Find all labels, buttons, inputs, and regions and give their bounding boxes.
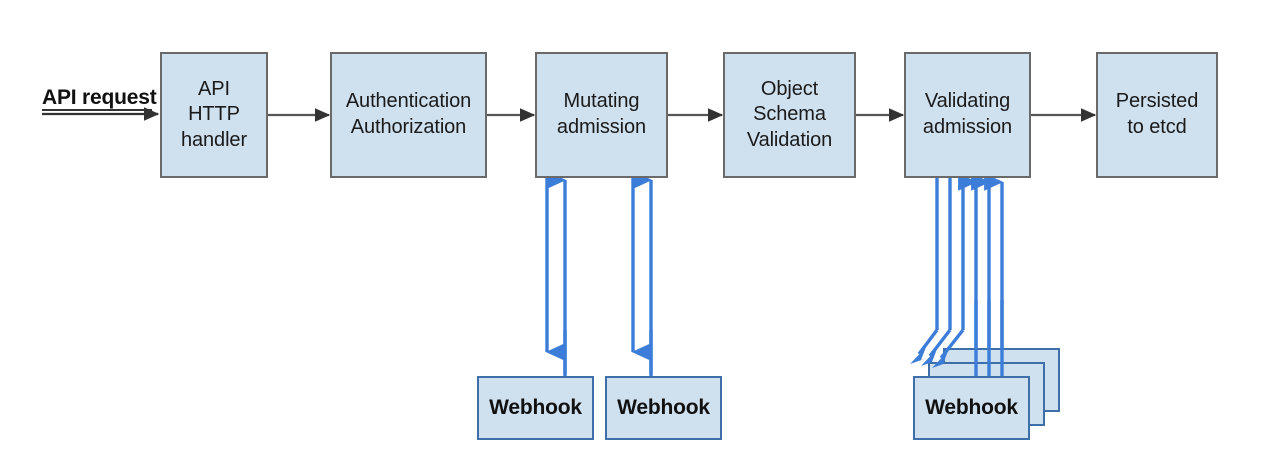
entry-label-text: API request bbox=[42, 86, 157, 109]
node-authentication-authorization[interactable]: Authentication Authorization bbox=[330, 52, 487, 178]
webhook-label: Webhook bbox=[489, 396, 582, 419]
node-mutating-admission[interactable]: Mutating admission bbox=[535, 52, 668, 178]
node-persisted-to-etcd[interactable]: Persisted to etcd bbox=[1096, 52, 1218, 178]
webhook-box-mutating-2[interactable]: Webhook bbox=[605, 376, 722, 440]
entry-label-api-request: API request bbox=[42, 86, 157, 110]
node-label: Mutating admission bbox=[556, 90, 647, 138]
validating-call-arrowhead-1 bbox=[932, 328, 965, 368]
validating-call-arrowhead-3 bbox=[910, 328, 939, 364]
node-object-schema-validation[interactable]: Object Schema Validation bbox=[723, 52, 856, 178]
validating-call-arrowhead-2 bbox=[921, 328, 952, 366]
webhook-box-mutating-1[interactable]: Webhook bbox=[477, 376, 594, 440]
node-api-http-handler[interactable]: API HTTP handler bbox=[160, 52, 268, 178]
node-label: Validating admission bbox=[922, 90, 1013, 138]
node-label: API HTTP handler bbox=[180, 77, 248, 151]
webhook-box-validating-front[interactable]: Webhook bbox=[913, 376, 1030, 440]
validating-webhook-call-arrows bbox=[935, 178, 965, 330]
webhook-label: Webhook bbox=[925, 396, 1018, 419]
node-label: Persisted to etcd bbox=[1115, 90, 1199, 138]
node-validating-admission[interactable]: Validating admission bbox=[904, 52, 1031, 178]
node-label: Authentication Authorization bbox=[345, 90, 472, 138]
webhook-label: Webhook bbox=[617, 396, 710, 419]
node-label: Object Schema Validation bbox=[746, 77, 833, 151]
